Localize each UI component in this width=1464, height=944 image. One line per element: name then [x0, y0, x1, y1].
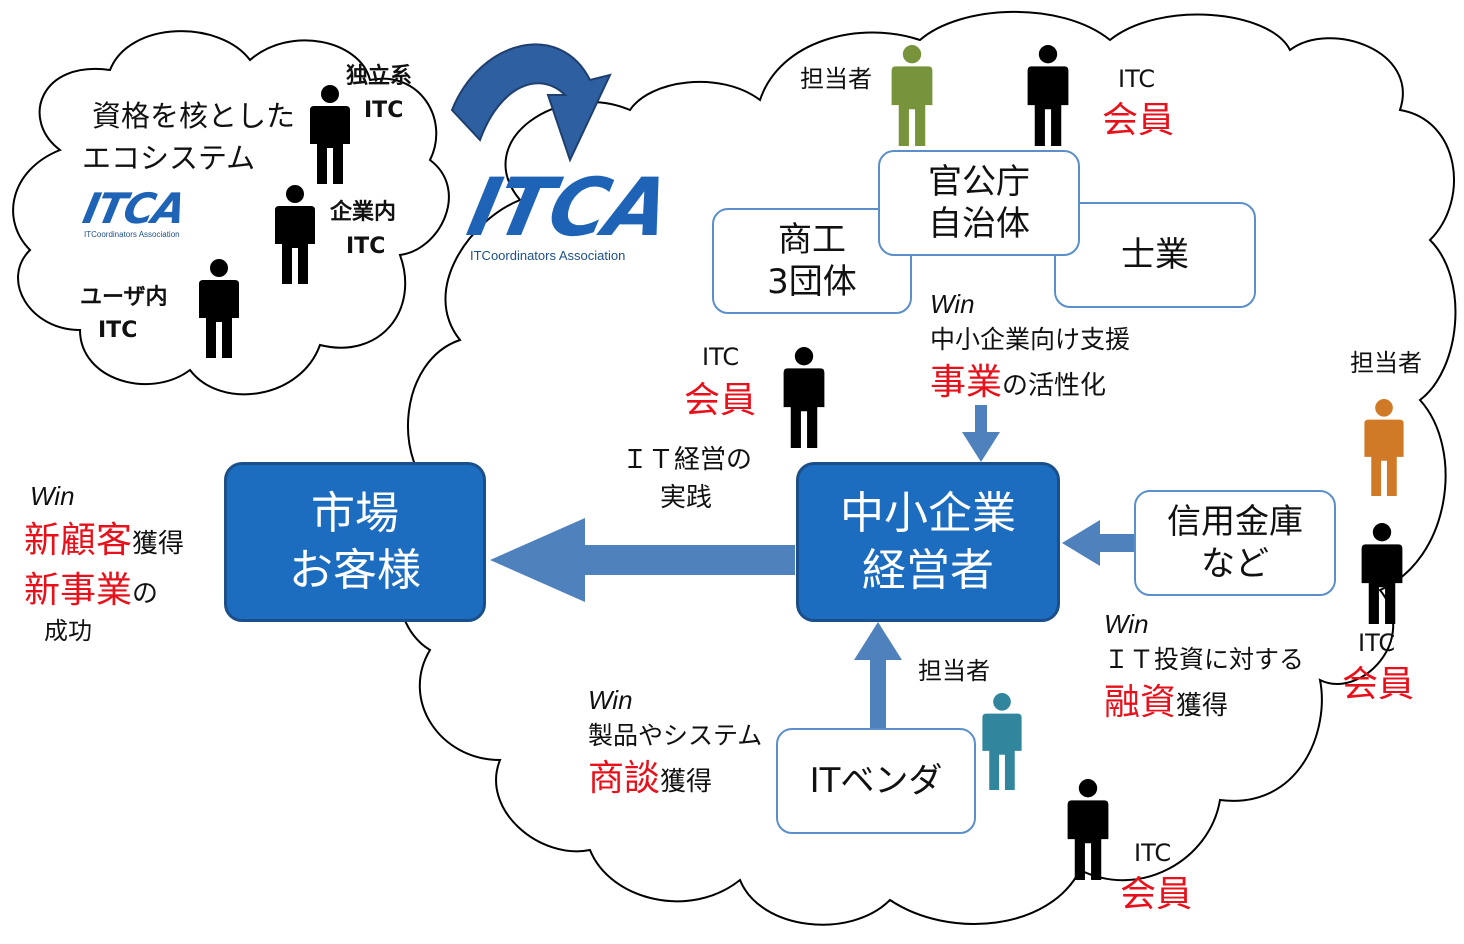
person-icon-center-member: [783, 347, 825, 448]
win-loan-line1: ＩＴ投資に対する: [1104, 645, 1305, 674]
center-itc-label: ITC: [702, 343, 740, 371]
person-icon-corporate: [275, 185, 315, 284]
sme-box: 中小企業 経営者: [796, 462, 1060, 622]
arrow-sme-to-market: [490, 518, 795, 602]
success-label: 成功: [44, 617, 92, 645]
person-icon-bottom-member: [1067, 779, 1109, 880]
top-member-label: 会員: [1102, 100, 1175, 141]
right-itc-label: ITC: [1358, 629, 1396, 657]
win-loan-label: Win: [1104, 609, 1149, 639]
shigyo-box: 士業: [1054, 202, 1256, 308]
corporate-label-1: 企業内: [330, 200, 397, 225]
market-box: 市場 お客様: [224, 462, 486, 622]
top-itc-label: ITC: [1118, 65, 1156, 93]
vendor-person-label: 担当者: [918, 657, 990, 685]
ecosystem-title-line1: 資格を核とした: [92, 99, 296, 133]
it-management-line1: ＩＴ経営の: [622, 445, 753, 475]
vendor-box: ITベンダ: [776, 728, 976, 834]
person-icon-right-member: [1361, 523, 1403, 624]
center-member-label: 会員: [684, 380, 757, 421]
right-person-label: 担当者: [1350, 349, 1422, 377]
person-icon-independent: [310, 85, 350, 184]
bottom-member-label: 会員: [1120, 874, 1193, 915]
win-support-line1: 中小企業向け支援: [930, 325, 1131, 354]
right-member-label: 会員: [1342, 664, 1415, 705]
person-icon-green: [891, 45, 933, 146]
win-support-line2: 事業の活性化: [930, 362, 1107, 403]
bank-box: 信用金庫 など: [1134, 490, 1336, 596]
independent-label-2: ITC: [364, 98, 404, 123]
arrow-support-to-sme: [962, 405, 1000, 462]
win-support-label: Win: [930, 289, 975, 319]
left-win-label: Win: [30, 481, 75, 511]
government-box: 官公庁 自治体: [878, 150, 1080, 256]
corporate-label-2: ITC: [346, 234, 386, 259]
ecosystem-itca-logo: ITCA ITCoordinators Association: [78, 184, 189, 239]
person-icon-top-member: [1027, 45, 1069, 146]
ecosystem-title-line2: エコシステム: [82, 141, 256, 175]
it-management-line2: 実践: [660, 483, 713, 513]
win-deal-line1: 製品やシステム: [588, 721, 763, 750]
top-person-label: 担当者: [800, 65, 872, 93]
independent-label-1: 独立系: [346, 64, 413, 89]
person-icon-orange: [1364, 398, 1404, 497]
win-loan-line2: 融資獲得: [1104, 682, 1229, 723]
new-customer-line: 新顧客獲得: [24, 520, 185, 561]
itca-main-logo: ITCA ITCoordinators Association: [460, 161, 677, 263]
arrow-bank-to-sme: [1062, 520, 1135, 566]
bottom-itc-label: ITC: [1134, 839, 1172, 867]
win-deal-line2: 商談獲得: [588, 758, 713, 799]
person-icon-user: [199, 259, 239, 358]
person-icon-teal: [982, 692, 1022, 791]
curved-arrow: [450, 43, 612, 163]
user-label-2: ITC: [98, 318, 138, 343]
arrow-vendor-to-sme: [854, 622, 902, 728]
user-label-1: ユーザ内: [80, 285, 168, 310]
win-deal-label: Win: [588, 685, 633, 715]
new-business-line: 新事業の: [24, 570, 159, 611]
